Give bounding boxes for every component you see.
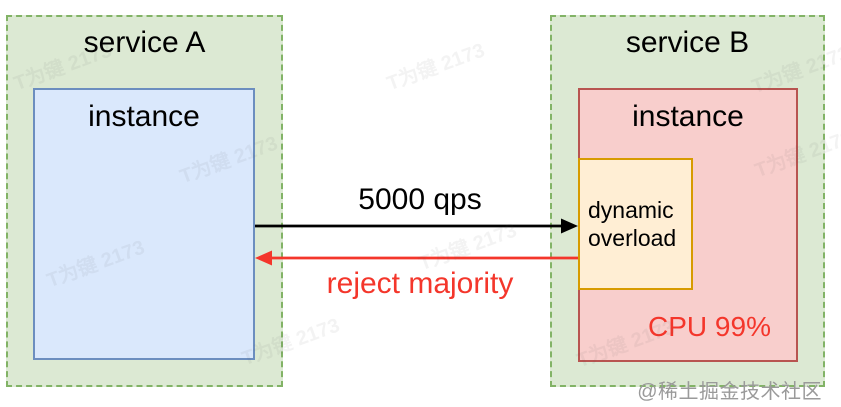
request-arrow <box>255 218 578 234</box>
reject-arrow <box>255 250 578 266</box>
credit-watermark: @稀土掘金技术社区 <box>637 381 822 403</box>
cpu-usage-label: CPU 99% <box>648 311 771 342</box>
request-qps-label: 5000 qps <box>358 183 482 216</box>
dynamic-overload-label: dynamic overload <box>588 197 677 251</box>
service-a-instance-box <box>33 88 255 360</box>
service-a-title: service A <box>83 26 206 59</box>
service-a-instance-label: instance <box>88 100 200 133</box>
service-b-instance-label: instance <box>632 100 744 133</box>
diagonal-watermark: T为键 2173 <box>384 39 488 96</box>
dynamic-overload-box: dynamic overload <box>578 158 693 290</box>
service-b-title: service B <box>625 26 750 59</box>
reject-majority-label: reject majority <box>326 267 514 300</box>
